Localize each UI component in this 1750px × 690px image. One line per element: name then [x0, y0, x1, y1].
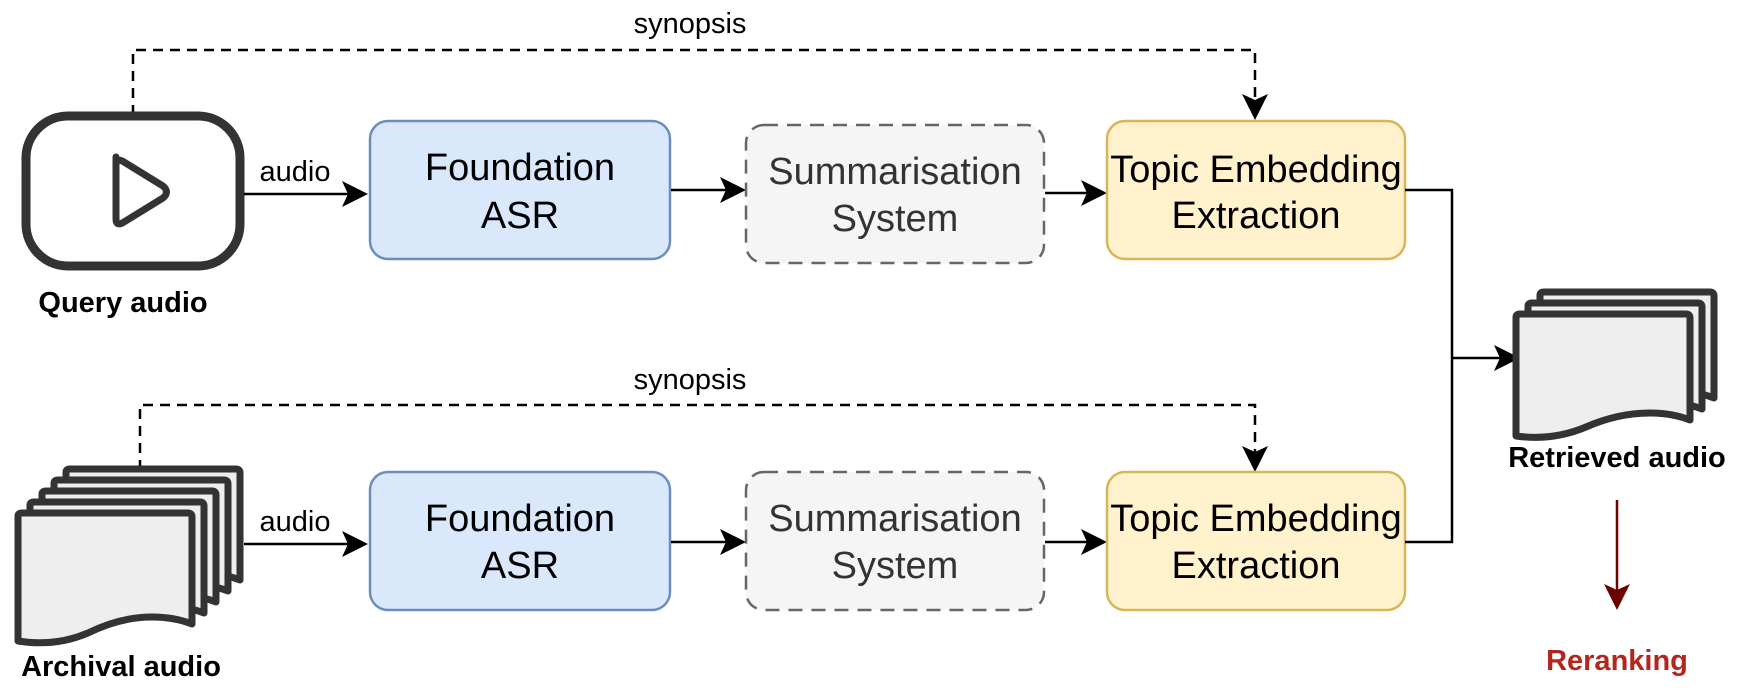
summ-label-line1: Summarisation — [768, 498, 1021, 540]
source-caption-archival: Archival audio — [21, 651, 221, 683]
embed-label-line1: Topic Embedding — [1110, 149, 1402, 191]
rerank-arrowhead — [1604, 584, 1630, 610]
arrowhead-asr-to-summ-archival — [720, 529, 746, 555]
asr-label-line2: ASR — [481, 195, 559, 237]
arrowhead-summ-to-embed-archival — [1081, 529, 1107, 555]
foundation-asr-box-query: Foundation ASR — [368, 119, 672, 261]
video-play-icon — [21, 111, 245, 271]
asr-label-line2: ASR — [481, 545, 559, 587]
merge-arrowhead — [1494, 345, 1520, 371]
synopsis-edge-query — [131, 48, 1257, 115]
synopsis-label-query: synopsis — [634, 8, 747, 40]
asr-label-line1: Foundation — [425, 147, 615, 189]
summarisation-box-archival: Summarisation System — [744, 470, 1046, 612]
embed-label-line2: Extraction — [1172, 195, 1341, 237]
merge-connector — [1405, 188, 1454, 544]
summ-label-line2: System — [832, 198, 959, 240]
foundation-asr-box-archival: Foundation ASR — [368, 470, 672, 612]
topic-embedding-box-archival: Topic Embedding Extraction — [1105, 470, 1407, 612]
arrowhead-summ-to-embed-query — [1081, 180, 1107, 206]
source-caption-query: Query audio — [38, 287, 207, 319]
audio-arrowhead-query — [342, 181, 368, 207]
summ-label-line2: System — [832, 545, 959, 587]
arrowhead-asr-to-summ-query — [720, 177, 746, 203]
retrieved-caption: Retrieved audio — [1508, 442, 1726, 474]
embed-label-line2: Extraction — [1172, 545, 1341, 587]
asr-label-line1: Foundation — [425, 498, 615, 540]
topic-embedding-box-query: Topic Embedding Extraction — [1105, 119, 1407, 261]
summ-label-line1: Summarisation — [768, 151, 1021, 193]
reranking-label: Reranking — [1546, 645, 1688, 677]
summarisation-box-query: Summarisation System — [744, 123, 1046, 265]
synopsis-arrowhead-archival — [1242, 446, 1268, 472]
audio-label-query: audio — [260, 156, 331, 188]
synopsis-label-archival: synopsis — [634, 364, 747, 396]
embed-label-line1: Topic Embedding — [1110, 498, 1402, 540]
audio-arrowhead-archival — [342, 531, 368, 557]
retrieved-stack-icon — [1512, 288, 1718, 441]
document-stack-icon — [14, 465, 244, 647]
audio-label-archival: audio — [260, 506, 331, 538]
synopsis-arrowhead-query — [1242, 94, 1268, 120]
synopsis-edge-archival — [138, 403, 1257, 470]
